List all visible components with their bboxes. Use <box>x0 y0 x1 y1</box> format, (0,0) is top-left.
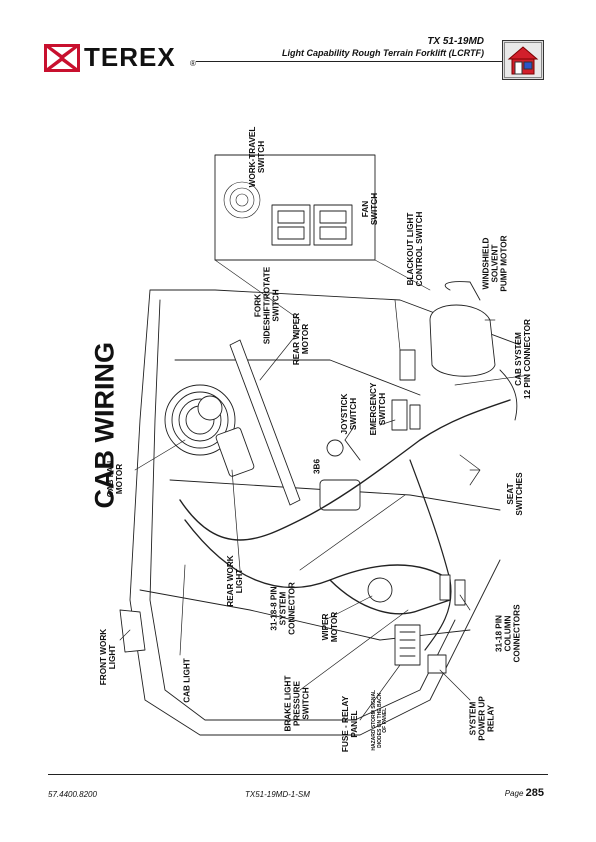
label-seat-switches: SEAT SWITCHES <box>506 472 524 516</box>
label-cab-fan-motor: CAB FAN MOTOR <box>106 460 124 498</box>
label-cab-light: CAB LIGHT <box>182 658 192 703</box>
label-windshield-pump-motor: WINDSHIELD SOLVENT PUMP MOTOR <box>481 235 509 292</box>
label-3b6: 3B6 <box>312 458 322 475</box>
label-rear-work-light: REAR WORK LIGHT <box>226 555 244 607</box>
terex-emblem-icon <box>44 44 80 72</box>
label-emergency-switch: EMERGENCY SWITCH <box>369 382 387 436</box>
label-joystick-switch: JOYSTICK SWITCH <box>340 393 358 435</box>
footer-rule <box>48 774 548 775</box>
header-title-block: TX 51-19MD Light Capability Rough Terrai… <box>282 36 484 58</box>
brand-name: TEREX <box>84 42 176 72</box>
page-number: 285 <box>525 787 544 799</box>
model-subtitle: Light Capability Rough Terrain Forklift … <box>282 48 484 58</box>
label-hazard-note: HAZARD STORM SIGNAL DIODES ON THE BACK O… <box>370 689 388 751</box>
manual-id: TX51-19MD-1-SM <box>245 790 310 799</box>
label-rear-wiper-motor: REAR WIPER MOTOR <box>292 312 310 366</box>
terex-logo: TEREX ® <box>44 42 214 74</box>
label-fan-switch: FAN SWITCH <box>361 192 379 226</box>
label-fuse-relay-panel: FUSE - RELAY PANEL <box>341 695 359 753</box>
label-front-work-light: FRONT WORK LIGHT <box>99 628 117 686</box>
label-work-travel-switch: WORK-TRAVEL SWITCH <box>248 126 266 188</box>
label-column-connectors: 31-18 PIN COLUMN CONNECTORS <box>494 604 522 663</box>
label-cab-system-connector: CAB SYSTEM 12 PIN CONNECTOR <box>514 319 532 399</box>
label-blackout-light-switch: BLACKOUT LIGHT CONTROL SWITCH <box>406 211 424 287</box>
registered-mark: ® <box>190 59 196 68</box>
label-8-pin-connector: 31-18-8 PIN SYSTEM CONNECTOR <box>269 582 297 635</box>
label-brake-light-switch: BRAKE LIGHT PRESSURE SWITCH <box>283 675 311 732</box>
label-fork-sideshift-switch: FORK SIDESHIFT/ROTATE SWITCH <box>253 266 281 345</box>
home-icon[interactable] <box>502 40 544 80</box>
label-wiper-motor: WIPER MOTOR <box>321 611 339 643</box>
label-system-power-relay: SYSTEM POWER UP RELAY <box>468 696 496 741</box>
page-number-block: Page 285 <box>505 787 544 799</box>
page-label: Page <box>504 789 524 798</box>
model-title: TX 51-19MD <box>427 36 484 47</box>
header-rule <box>196 61 502 62</box>
doc-number: 57.4400.8200 <box>48 790 97 799</box>
